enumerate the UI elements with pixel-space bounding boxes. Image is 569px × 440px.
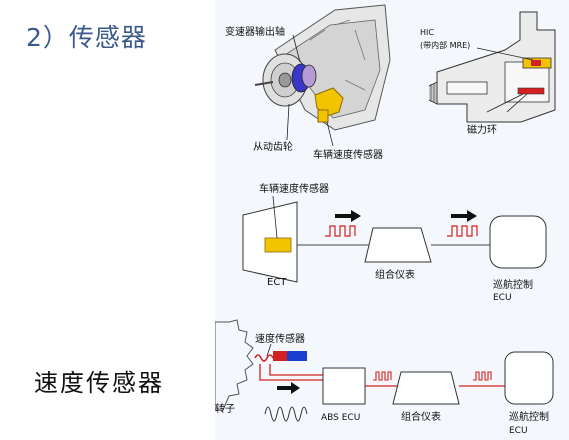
- transmission-illustration: [254, 4, 391, 147]
- ect-label: ECT: [267, 277, 287, 288]
- ect-block-diagram: [242, 195, 547, 283]
- bottom-sensor-label: 速度传感器: [255, 332, 305, 345]
- mid-cruise-label: 巡航控制: [493, 278, 533, 291]
- driven-gear-label: 从动齿轮: [253, 140, 293, 153]
- rotor-label: 转子: [215, 402, 235, 415]
- magnet-ring-label: 磁力环: [467, 123, 497, 136]
- abs-ecu-label: ABS ECU: [321, 413, 360, 423]
- hic-sub-label: (带内部 MRE): [420, 40, 470, 50]
- sensor-cross-section: [428, 11, 556, 123]
- hic-label: HIC: [420, 28, 434, 37]
- mid-combo-meter-label: 组合仪表: [375, 268, 415, 281]
- bottom-combo-meter-label: 组合仪表: [401, 410, 441, 423]
- sensor-figure: 变速器输出轴 从动齿轮 车辆速度传感器 HIC (带内部 MRE) 磁力环 车辆…: [215, 0, 569, 440]
- abs-block-diagram: [215, 319, 554, 422]
- vss-label: 车辆速度传感器: [313, 148, 383, 161]
- speed-sensor-caption: 速度传感器: [34, 369, 164, 397]
- mid-ecu-label: ECU: [493, 293, 512, 303]
- slide-title: 2）传感器: [26, 23, 147, 52]
- bottom-ecu-label: ECU: [509, 426, 528, 436]
- sensor-diagram: 变速器输出轴 从动齿轮 车辆速度传感器 HIC (带内部 MRE) 磁力环 车辆…: [215, 4, 556, 436]
- bottom-cruise-label: 巡航控制: [509, 410, 549, 423]
- output-shaft-label: 变速器输出轴: [225, 25, 285, 38]
- mid-sensor-label: 车辆速度传感器: [259, 182, 329, 195]
